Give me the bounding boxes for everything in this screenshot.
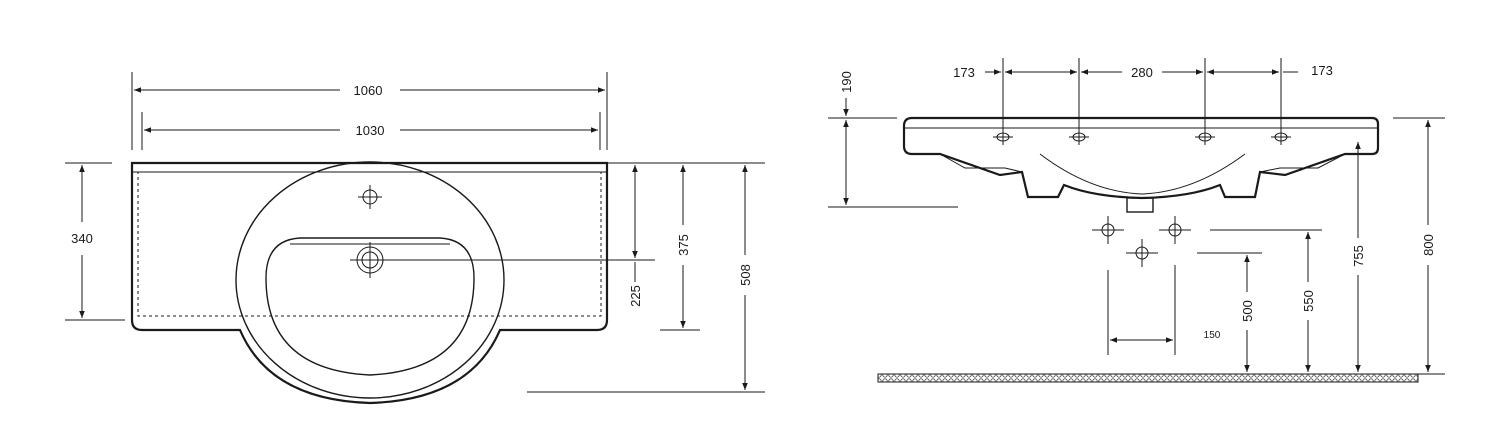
label-bracket-height: 755	[1351, 245, 1366, 267]
label-inner-width: 1030	[356, 123, 385, 138]
basin-bowl	[265, 237, 475, 376]
label-tap-to-back: 375	[676, 234, 691, 256]
label-side-left: 173	[953, 65, 975, 80]
label-supply-height: 500	[1240, 300, 1255, 322]
top-view: 1060 1030 340 225 375 508	[65, 72, 765, 405]
label-waste-height: 550	[1301, 290, 1316, 312]
countertop-outline	[130, 161, 609, 405]
label-total-height: 800	[1421, 234, 1436, 256]
label-depth: 340	[71, 231, 93, 246]
supply-left-icon	[1092, 216, 1124, 244]
waste-pipe-icon	[1126, 239, 1158, 267]
waste-hole-icon	[350, 242, 655, 278]
label-overall-width: 1060	[354, 83, 383, 98]
supply-right-icon	[1159, 216, 1191, 244]
tap-hole-icon	[358, 185, 382, 209]
label-trap-offset: 150	[1204, 330, 1221, 341]
basin-front-outline	[902, 116, 1380, 200]
waste-outlet	[1126, 197, 1154, 213]
front-view: 173 280 173 190	[828, 58, 1445, 383]
label-total-depth: 508	[738, 264, 753, 286]
label-center: 280	[1131, 65, 1153, 80]
label-side-right: 173	[1311, 63, 1333, 78]
floor-hatch	[877, 373, 1419, 383]
label-rim-height: 190	[839, 71, 854, 93]
tap-holes-front	[993, 132, 1291, 142]
basin-outer-rim	[235, 161, 505, 399]
label-waste-to-back: 225	[628, 285, 643, 307]
